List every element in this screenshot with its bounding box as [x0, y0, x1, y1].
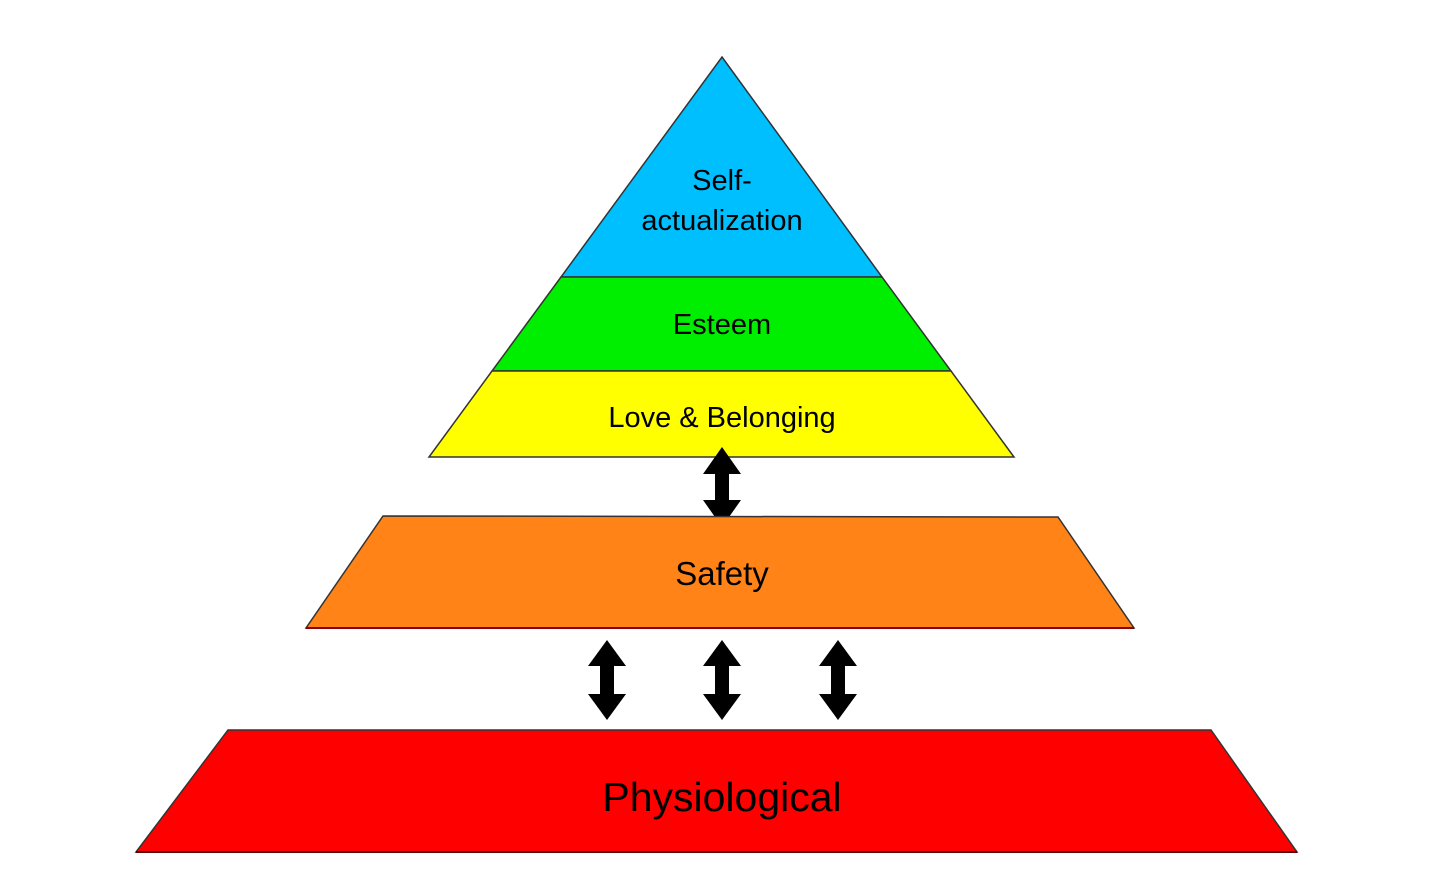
self-actualization-label-line2: actualization [641, 205, 802, 237]
double-arrow-right [819, 640, 857, 720]
love-belonging-tier [427, 370, 1016, 458]
double-arrow-left [588, 640, 626, 720]
love-belonging-label: Love & Belonging [608, 402, 835, 434]
safety-label: Safety [675, 555, 769, 592]
self-actualization-label-line1: Self- [692, 165, 752, 197]
physiological-label: Physiological [602, 774, 841, 820]
esteem-label: Esteem [673, 309, 771, 341]
double-arrow-center [703, 640, 741, 720]
double-arrow-top [703, 447, 741, 527]
